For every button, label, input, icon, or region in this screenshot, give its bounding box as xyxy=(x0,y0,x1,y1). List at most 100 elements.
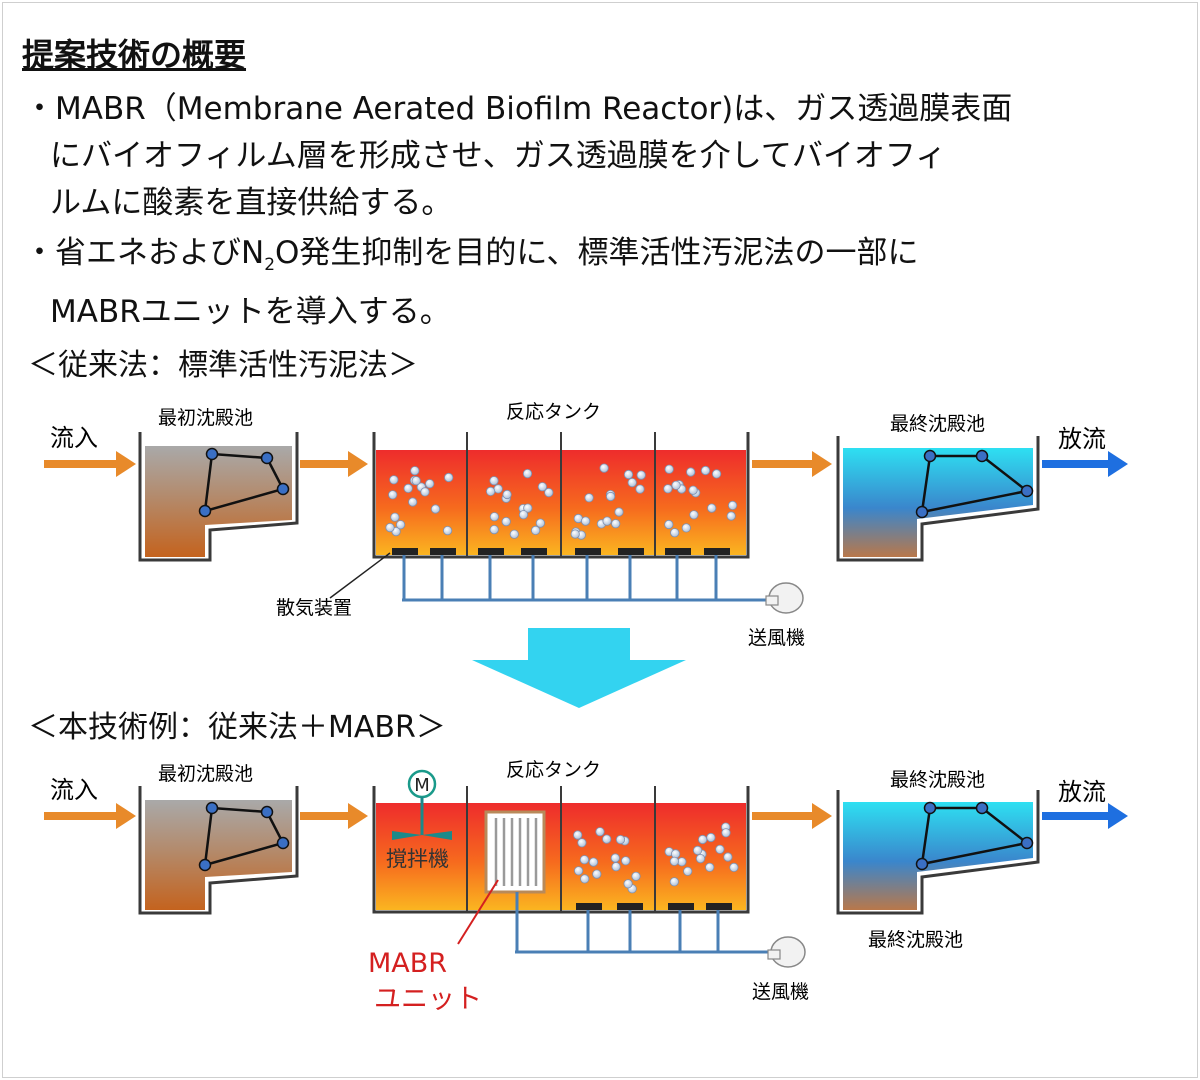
motor-label: M xyxy=(414,775,430,796)
air-bubble xyxy=(573,866,584,876)
diffuser xyxy=(665,548,691,555)
scraper-wheel xyxy=(915,505,929,519)
mabr-unit-label: MABR xyxy=(368,948,447,979)
air-bubble xyxy=(580,516,591,526)
air-bubble xyxy=(390,512,400,522)
transition-arrow xyxy=(472,628,686,708)
mabr-unit-label: ユニット xyxy=(374,984,482,1015)
discharge-arrow xyxy=(1042,803,1128,829)
slide-title: 提案技術の概要 xyxy=(22,36,247,74)
scraper-wheel xyxy=(260,451,274,465)
scraper-wheel xyxy=(915,857,929,871)
air-bubble xyxy=(683,866,693,876)
air-bubble xyxy=(700,465,711,476)
air-bubble xyxy=(688,485,698,495)
mabr-unit: MABR ユニット xyxy=(368,810,546,1015)
air-bubble xyxy=(692,845,703,856)
scraper-wheel xyxy=(198,504,212,518)
diffuser xyxy=(706,903,732,910)
diffuser xyxy=(668,903,694,910)
air-bubble xyxy=(697,834,708,845)
air-bubble xyxy=(635,484,645,494)
scraper-wheel xyxy=(923,801,937,815)
air-bubble xyxy=(489,512,499,522)
air-bubble xyxy=(706,832,716,843)
air-bubble xyxy=(623,469,634,480)
blower-label: 送風機 xyxy=(752,981,809,1003)
air-bubble xyxy=(614,507,624,517)
air-bubble xyxy=(686,467,696,477)
air-bubble xyxy=(570,529,580,539)
inflow-label: 流入 xyxy=(50,776,98,804)
scraper-wheel xyxy=(1020,484,1034,498)
air-bubble xyxy=(535,518,546,528)
air-bubble xyxy=(501,516,511,527)
mixer-blade xyxy=(392,831,422,840)
air-bubble xyxy=(621,856,631,866)
mixer: M 撹拌機 xyxy=(386,769,452,871)
flow-arrow xyxy=(300,451,368,477)
discharge-label: 放流 xyxy=(1058,778,1106,806)
final-clarifier-label: 最終沈殿池 xyxy=(868,929,963,951)
diffuser xyxy=(704,548,730,555)
proposed-heading: ＜本技術例：従来法＋MABR＞ xyxy=(28,710,446,745)
scraper-wheel xyxy=(260,805,274,819)
flow-arrow xyxy=(300,803,368,829)
air-bubble xyxy=(444,472,454,483)
blower-icon xyxy=(767,936,806,968)
final-clarifier-water xyxy=(843,802,1033,910)
scraper-wheel xyxy=(923,449,937,463)
air-bubble xyxy=(388,490,398,500)
air-bubble xyxy=(669,856,680,866)
blower-icon xyxy=(765,582,804,614)
air-bubble xyxy=(721,828,731,838)
diffuser xyxy=(430,548,456,555)
flow-arrow xyxy=(752,451,832,477)
air-bubble xyxy=(530,525,541,536)
mabr-membranes xyxy=(494,818,538,886)
air-bubble xyxy=(605,491,616,502)
diffusers xyxy=(576,903,732,910)
scraper-wheel xyxy=(205,447,219,461)
proposed-process: 流入 最初沈殿池 反応タンク M 撹拌機 xyxy=(44,759,1128,1015)
primary-clarifier-water xyxy=(145,800,292,910)
flow-arrow xyxy=(752,803,832,829)
air-bubble xyxy=(588,857,599,867)
final-clarifier-label: 最終沈殿池 xyxy=(890,413,985,435)
air-bubble xyxy=(602,834,612,844)
primary-clarifier-water xyxy=(145,446,292,557)
scraper-wheel xyxy=(1020,836,1034,850)
inflow-arrow xyxy=(44,451,136,477)
final-clarifier-wall xyxy=(836,790,1040,915)
air-bubble xyxy=(623,879,633,889)
air-bubble xyxy=(611,519,621,529)
air-bubble xyxy=(509,529,519,539)
bullet-text: O発生抑制を目的に、標準活性汚泥法の一部に xyxy=(275,235,919,271)
air-bubble xyxy=(420,487,430,497)
bullet-purpose: ・省エネおよびN2O発生抑制を目的に、標準活性汚泥法の一部に MABRユニットを… xyxy=(24,230,919,336)
scraper-wheel xyxy=(975,801,989,815)
air-bubble xyxy=(631,871,641,881)
mabr-leader-line xyxy=(457,879,499,945)
bullet-line: ・省エネおよびN2O発生抑制を目的に、標準活性汚泥法の一部に xyxy=(24,230,919,289)
scraper-wheel xyxy=(276,836,290,850)
scraper-wheel xyxy=(975,449,989,463)
bullet-text: ・省エネおよびN xyxy=(24,235,265,271)
air-bubble xyxy=(670,528,680,538)
diffuser xyxy=(521,548,547,555)
bullet-line: MABRユニットを導入する。 xyxy=(50,294,451,331)
subscript-2: 2 xyxy=(264,255,276,276)
air-bubble xyxy=(670,849,681,859)
air-bubble xyxy=(522,468,533,479)
diffuser-label: 散気装置 xyxy=(276,597,352,619)
air-bubble xyxy=(707,503,717,513)
air-bubble xyxy=(592,869,602,879)
diffuser xyxy=(618,548,644,555)
primary-clarifier-wall xyxy=(138,786,299,915)
bullet-line: にバイオフィルム層を形成させ、ガス透過膜を介してバイオフィ xyxy=(50,138,947,174)
conventional-process: 流入 最初沈殿池 反応タンク xyxy=(44,401,1128,649)
air-bubble xyxy=(411,476,421,486)
air-bubble xyxy=(425,479,435,489)
primary-clarifier-label: 最初沈殿池 xyxy=(158,407,253,429)
